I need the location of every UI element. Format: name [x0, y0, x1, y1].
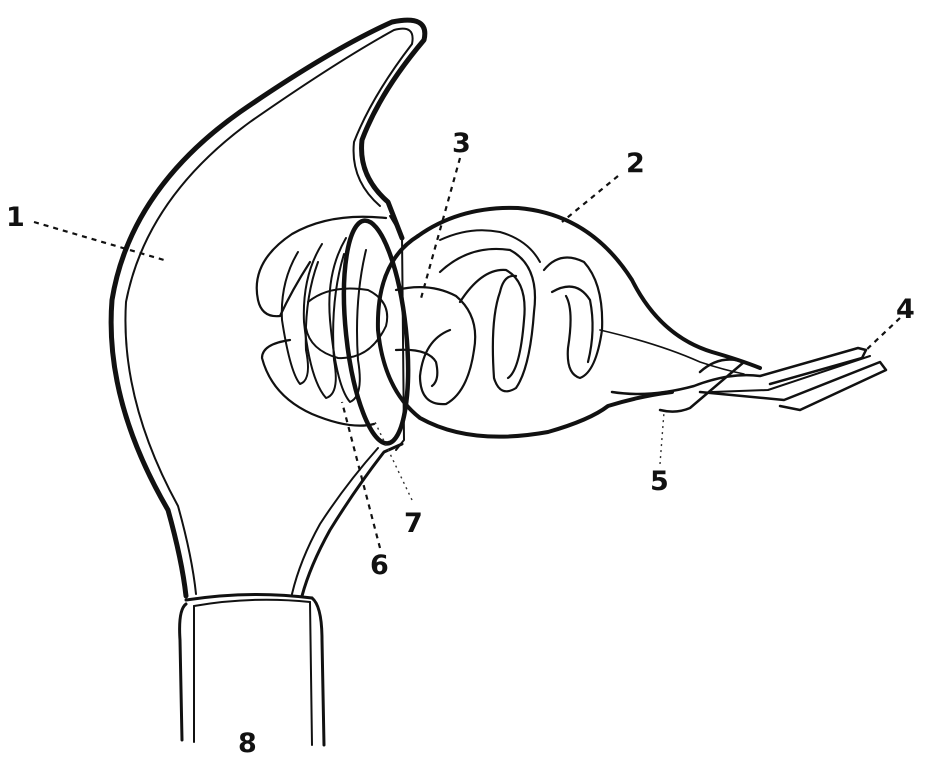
leader-5: [659, 411, 665, 465]
label-4: 4: [896, 294, 915, 325]
label-5: 5: [650, 466, 669, 497]
leader-7: [373, 419, 413, 501]
label-8: 8: [238, 728, 257, 759]
label-1: 1: [6, 202, 25, 233]
label-2: 2: [626, 148, 645, 179]
part-7-cut-ring: [341, 215, 411, 451]
label-7: 7: [404, 508, 423, 539]
leader-2: [561, 175, 619, 223]
leader-1: [33, 220, 165, 262]
leader-lines: [33, 157, 901, 549]
part-6-left-coils: [255, 215, 389, 427]
part-3-sac-coils: [394, 229, 604, 406]
part-2-round-sac: [375, 205, 762, 439]
leader-3: [418, 157, 462, 303]
label-6: 6: [370, 550, 389, 581]
leader-4: [863, 317, 901, 353]
part-1-horn-body: [108, 17, 428, 599]
part-8-stalk: [178, 592, 326, 747]
part-labels: 1 2 3 4 5 6 7 8: [6, 128, 915, 759]
label-3: 3: [452, 128, 471, 159]
part-4-ducts: [610, 346, 888, 413]
